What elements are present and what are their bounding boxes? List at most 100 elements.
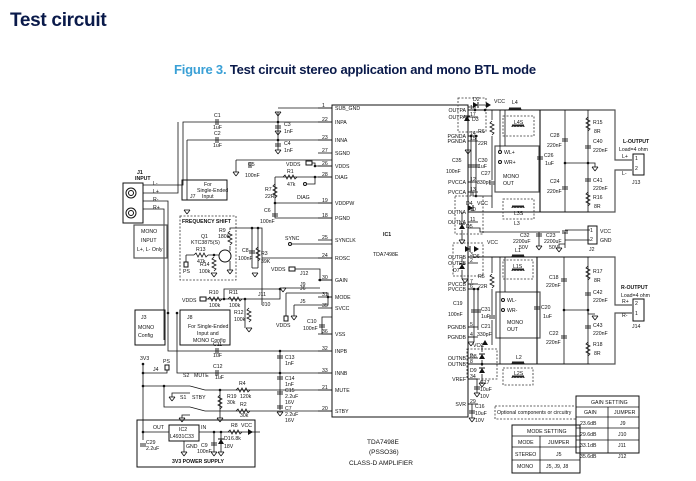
c31-value: 1uF (481, 314, 490, 320)
net-ps-1: PS (183, 269, 190, 275)
ic1-pin-number: 21 (322, 385, 328, 391)
gain-table-row2-gain: 29.6dB (580, 432, 597, 438)
j1-pin-rminus: R- (153, 197, 159, 203)
c27-ref: C27 (481, 171, 491, 177)
r16-ref: R16 (593, 195, 603, 201)
ic1-pin-name: OUTPA (449, 108, 467, 114)
ic1-pin-number: 7 (470, 279, 473, 285)
r-output-title: R-OUTPUT (621, 285, 649, 291)
net-vcc-5: VCC (473, 343, 484, 349)
d7-ref: D7 (453, 268, 460, 274)
r16-value: 8R (594, 204, 601, 210)
ic1-pin-name: VREF (452, 377, 466, 383)
c23-value: 2200uF (544, 239, 562, 245)
c9-value: 100nF (197, 449, 212, 455)
c15-value: 2.2uF (285, 394, 298, 400)
c11-ref: C11 (213, 342, 222, 348)
c19-ref: C19 (453, 301, 463, 307)
r6-ref: R6 (478, 129, 485, 135)
l-output-pos: L+ (622, 154, 628, 160)
net-sync: SYNC (285, 236, 300, 242)
d9-ref: D9 (470, 368, 477, 374)
ic1-pin-number: 30 (322, 275, 328, 281)
ic1-pin-number: 24 (322, 253, 328, 259)
ic1-pin-name: OUTNB (448, 362, 467, 368)
c14-value: 1nF (285, 382, 294, 388)
mono-input-line2: INPUT (141, 238, 157, 244)
r-output-neg: R- (622, 313, 628, 319)
d8-ref: D8 (470, 354, 477, 360)
c41-ref: C41 (593, 178, 603, 184)
j7-box (181, 179, 228, 201)
c6-value: 100nF (260, 219, 275, 225)
ic1-pin-name: ROSC (335, 256, 350, 262)
gain-table-row2-jumper: J10 (618, 432, 626, 438)
j2-ref: J2 (589, 247, 595, 253)
j1-label: INPUT (135, 176, 151, 182)
ic1-caption-line2: (PSSO36) (369, 449, 399, 456)
c24-ref: C24 (550, 179, 560, 185)
ic1-part: TDA7498E (373, 252, 399, 258)
c15-voltage: 16V (285, 400, 295, 406)
j14-connector[interactable] (632, 298, 645, 322)
ic1-pin-number: 11 (470, 217, 475, 223)
c32-ref: C32 (520, 233, 530, 239)
ic2-ref: IC2 (179, 427, 187, 433)
c26-value: 1uF (545, 161, 554, 167)
net-vdds-1: VDDS (286, 162, 301, 168)
ic1-pin-name: OUTPB (448, 255, 466, 261)
ic1-pin-number: 23 (322, 135, 328, 141)
j13-connector[interactable] (632, 153, 645, 176)
mono-out-bottom-line1: MONO (507, 320, 523, 326)
r-output-pos: R+ (622, 299, 629, 305)
r13-ref: R13 (196, 247, 206, 253)
c31-ref: C31 (481, 307, 491, 313)
j2-pin1: 1 (590, 228, 593, 234)
j3-box (134, 309, 166, 346)
c22-ref: C22 (549, 331, 559, 337)
r1-ref: R1 (287, 169, 294, 175)
c28-ref: C28 (550, 133, 560, 139)
ic1-pin-number: 32 (322, 346, 328, 352)
r8-value: 6.8k (231, 436, 241, 442)
j2-connector[interactable] (587, 225, 598, 245)
ic1-pin-name: DIAG (335, 175, 348, 181)
mute-switch-label: MUTE (194, 373, 209, 379)
c16-ref: C16 (475, 404, 485, 410)
j14-pin2: 2 (635, 301, 638, 307)
mode-table-title: MODE SETTING (527, 429, 566, 435)
r5-value: 22R (478, 284, 488, 290)
net-vdds-4: VDDS (276, 323, 291, 329)
gain-table-row4-jumper: J12 (618, 454, 626, 460)
r7-ref: R7 (265, 187, 272, 193)
mode-table-row1-jumper: J5 (556, 452, 562, 458)
j4-ref: J4 (153, 367, 159, 373)
c35-ref: C35 (452, 158, 462, 164)
j14-ref: J14 (632, 324, 640, 330)
ic1-pin-name: INNB (335, 371, 348, 377)
mode-table-row2-mode: MONO (517, 464, 533, 470)
c32-voltage: 50V (519, 245, 529, 251)
j7-line1: For (204, 182, 212, 188)
net-vcc-1: VCC (241, 423, 252, 429)
r12-value: 100k (234, 317, 246, 323)
ic1-pin-name: SYNCLK (335, 238, 356, 244)
r4-val-visible: 120k (240, 394, 252, 400)
c18-ref: C18 (549, 275, 559, 281)
ic1-pin-number: 35 (322, 303, 328, 309)
r18-ref: R18 (593, 342, 603, 348)
r15-value: 8R (594, 129, 601, 135)
stby-switch[interactable] (189, 406, 206, 412)
mode-table-row2-jumper: J5, J9, J8 (546, 464, 568, 470)
j7-line2: Single-Ended (197, 188, 228, 194)
c19-value: 100nF (448, 312, 463, 318)
j1-pin-rplus: R+ (153, 205, 160, 211)
mono-out-top-pin1: WL+ (504, 150, 515, 156)
j1-pin-lminus: L- (153, 181, 158, 187)
mute-switch[interactable] (189, 385, 206, 391)
